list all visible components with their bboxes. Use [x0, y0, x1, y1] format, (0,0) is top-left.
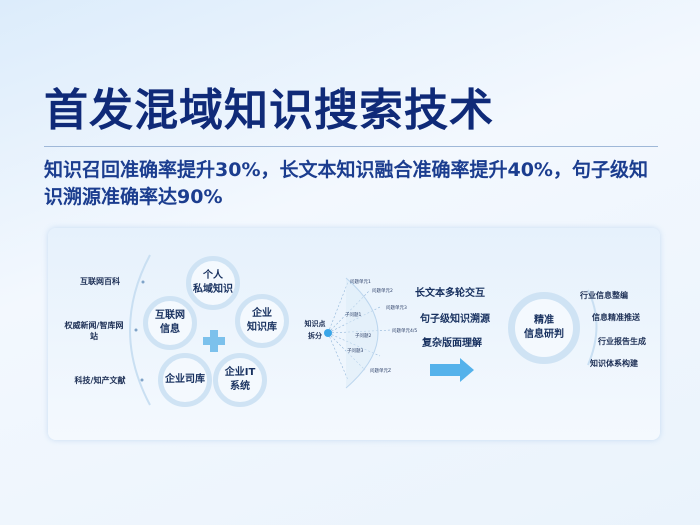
- output-item: 知识体系构建: [590, 359, 638, 368]
- capability: 长文本多轮交互: [415, 288, 485, 299]
- page-title: 首发混域知识搜索技术: [44, 85, 494, 136]
- circle-corpus: 企业司库: [158, 353, 212, 407]
- tree-node: 问题单元1: [350, 280, 371, 285]
- tree-node: 问题单元4/5: [392, 329, 418, 334]
- source-item: 互联网百科: [80, 277, 120, 286]
- circle-internet: 互联网 信息: [143, 296, 197, 350]
- tree-node: 子问题1: [345, 313, 362, 318]
- output-item: 信息精准推送: [592, 313, 640, 322]
- tree-node: 子问题2: [355, 334, 372, 339]
- circle-it: 企业IT 系统: [213, 353, 267, 407]
- tree-node: 子问题3: [347, 349, 364, 354]
- circle-personal: 个人 私域知识: [186, 256, 240, 310]
- plus-icon: [203, 337, 225, 345]
- divider: [44, 146, 658, 147]
- capability: 复杂版面理解: [422, 338, 482, 349]
- arrow-icon: [430, 358, 474, 382]
- circle-result: 精准 信息研判: [508, 292, 580, 364]
- tree-root: 知识点 拆分: [304, 320, 326, 340]
- source-item: 权威新闻/智库网站: [64, 321, 124, 341]
- source-item: 科技/知产文献: [74, 376, 126, 385]
- capability: 句子级知识溯源: [420, 314, 490, 325]
- subtitle: 知识召回准确率提升30%，长文本知识融合准确率提升40%，句子级知识溯源准确率达…: [44, 159, 648, 208]
- tree-node: 问题单元3: [386, 306, 407, 311]
- output-item: 行业报告生成: [598, 337, 646, 346]
- tree-node: 问题单元2: [372, 289, 393, 294]
- circle-kb: 企业 知识库: [235, 294, 289, 348]
- output-item: 行业信息整编: [580, 291, 628, 300]
- tree-node: 问题单元Z: [370, 369, 392, 374]
